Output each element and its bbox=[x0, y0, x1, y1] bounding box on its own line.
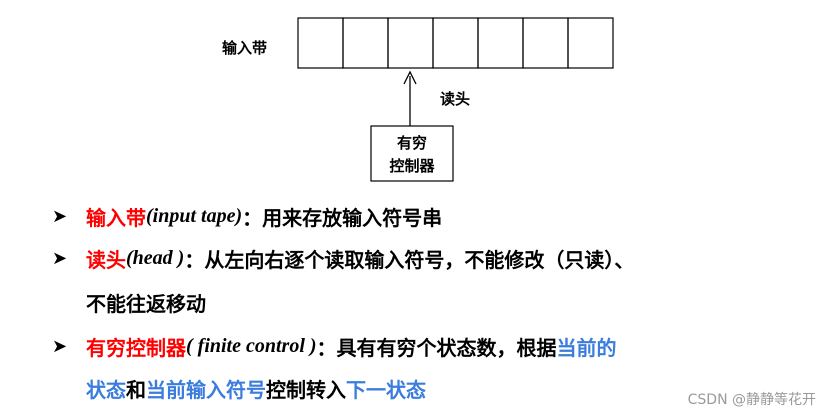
bullet-head: ➤ 读头 (head ) ： 从左向右逐个读取输入符号，不能修改（只读）、 bbox=[52, 244, 634, 273]
arrow-bullet-icon: ➤ bbox=[52, 248, 68, 269]
control-box bbox=[370, 125, 454, 182]
tape-cell bbox=[477, 17, 524, 69]
highlight-next-state: 下一状态 bbox=[346, 378, 426, 402]
watermark: CSDN @静静等花开 bbox=[687, 392, 816, 408]
term-en-input-tape: (input tape) bbox=[146, 205, 243, 227]
colon: ： bbox=[242, 206, 263, 230]
head-arrow-tip bbox=[403, 70, 417, 85]
tape-cell bbox=[342, 17, 389, 69]
input-tape bbox=[297, 17, 614, 69]
desc-head: 从左向右逐个读取输入符号，不能修改（只读）、 bbox=[204, 248, 635, 272]
arrow-bullet-icon: ➤ bbox=[52, 206, 68, 227]
head-label: 读头 bbox=[440, 90, 470, 108]
term-en-head: (head ) bbox=[126, 247, 185, 269]
colon: ： bbox=[184, 248, 205, 272]
control-label-line1: 有穷 bbox=[397, 134, 427, 152]
tape-cell bbox=[522, 17, 569, 69]
desc-input-tape: 用来存放输入符号串 bbox=[262, 206, 443, 230]
term-input-tape: 输入带 bbox=[86, 206, 146, 230]
bullet-finite-control: ➤ 有穷控制器 ( finite control ) ： 具有有穷个状态数，根据… bbox=[52, 332, 617, 361]
tape-cell bbox=[567, 17, 614, 69]
colon: ： bbox=[316, 336, 337, 360]
tape-cell bbox=[297, 17, 344, 69]
control-label-line2: 控制器 bbox=[389, 157, 435, 175]
term-en-finite-control: ( finite control ) bbox=[186, 335, 317, 357]
term-head: 读头 bbox=[86, 248, 126, 272]
bullet-input-tape: ➤ 输入带 (input tape) ： 用来存放输入符号串 bbox=[52, 202, 442, 231]
desc-finite-control-a: 具有有穷个状态数，根据 bbox=[336, 336, 557, 360]
automaton-diagram: 输入带 读头 有穷 控制器 bbox=[222, 17, 614, 182]
highlight-state: 状态 bbox=[86, 378, 126, 402]
desc-finite-control-c: 控制转入 bbox=[266, 378, 346, 402]
highlight-current: 当前的 bbox=[556, 336, 617, 360]
term-finite-control: 有穷控制器 bbox=[86, 336, 186, 360]
desc-finite-control-continued: 状态和当前输入符号控制转入下一状态 bbox=[86, 374, 426, 403]
highlight-current-input: 当前输入符号 bbox=[146, 378, 266, 402]
desc-finite-control-b: 和 bbox=[126, 378, 146, 402]
arrow-bullet-icon: ➤ bbox=[52, 336, 68, 357]
tape-label: 输入带 bbox=[222, 39, 267, 57]
desc-head-continued: 不能往返移动 bbox=[86, 292, 206, 316]
tape-cell bbox=[387, 17, 434, 69]
tape-cell bbox=[432, 17, 479, 69]
